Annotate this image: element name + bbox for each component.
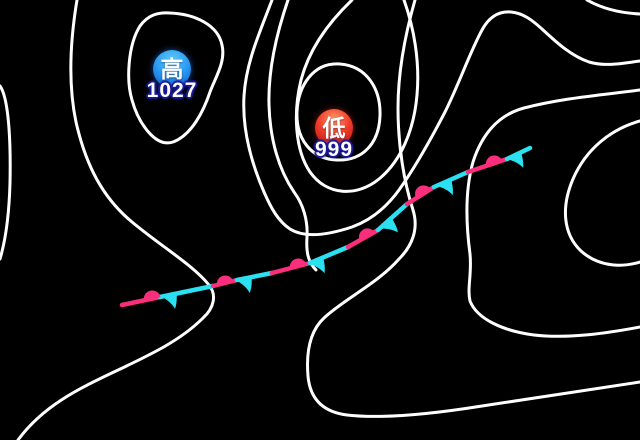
low-pressure-value: 999 [314, 138, 354, 161]
isobar-line [585, 0, 640, 16]
cold-front-symbol [506, 152, 524, 168]
high-pressure-circle: 高 [153, 50, 191, 88]
front-segment [375, 201, 410, 233]
high-pressure-value: 1027 [146, 79, 198, 102]
warm-front-symbol [485, 155, 503, 167]
isobar-line [267, 0, 318, 272]
front-segment [234, 270, 275, 283]
low-pressure-circle: 低 [315, 109, 353, 147]
isobar-line [242, 0, 640, 237]
warm-front-symbol [143, 290, 161, 301]
warm-front-symbol [415, 185, 431, 199]
cold-front-symbol [436, 179, 453, 196]
cold-front-symbol [236, 277, 252, 293]
isobar-line [16, 0, 216, 440]
warm-front-symbol [359, 228, 375, 241]
cold-front-symbol [308, 257, 325, 274]
isobar-line [294, 0, 420, 193]
isobar-line [0, 84, 12, 261]
front-segment [307, 244, 351, 266]
cold-front-symbol [379, 217, 399, 233]
isobar-line [465, 88, 640, 338]
low-pressure-glyph: 低 [322, 115, 346, 141]
isobar-line [306, 0, 640, 418]
isobar-line [295, 62, 382, 162]
isobar-line [127, 11, 225, 145]
warm-front-symbol [289, 258, 307, 270]
isobar-line [563, 119, 640, 267]
warm-front-symbol [216, 275, 234, 287]
stationary-front [119, 145, 533, 309]
high-pressure-glyph: 高 [160, 56, 184, 82]
cold-front-symbol [161, 293, 177, 309]
